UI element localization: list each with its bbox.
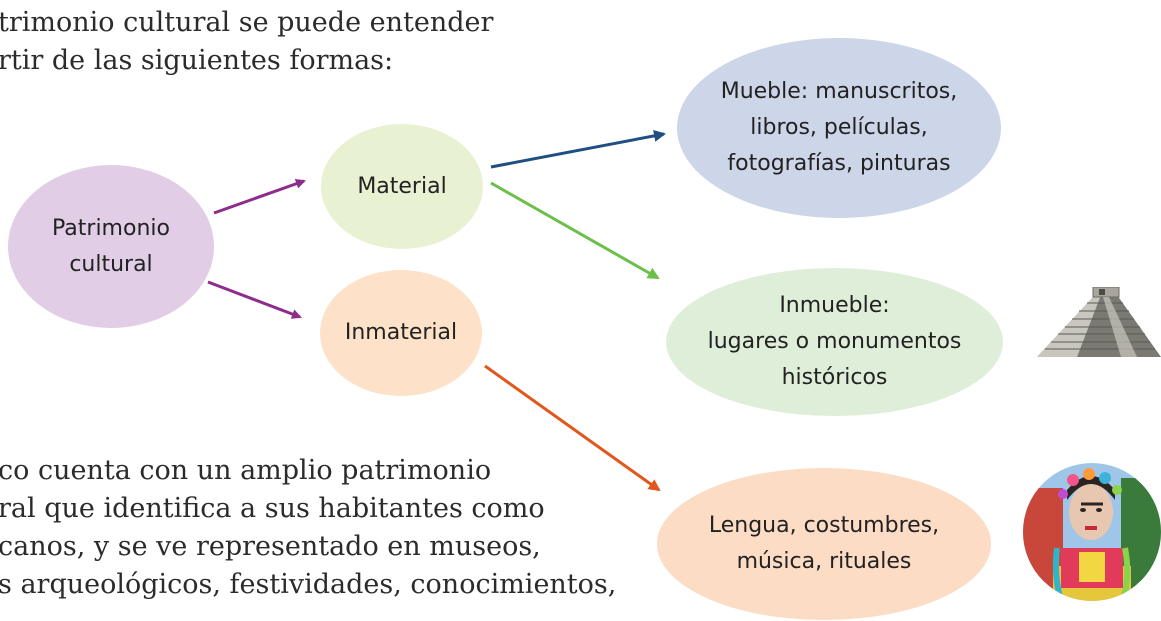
node-material: Material	[321, 124, 483, 249]
node-patrimonio-cultural: Patrimonio cultural	[8, 165, 214, 328]
bottom-line: ral que identifica a sus habitantes como	[0, 493, 545, 524]
node-inmaterial: Inmaterial	[320, 270, 482, 396]
arrow-root-to-inmaterial	[207, 280, 302, 319]
arrow-root-to-material	[213, 178, 306, 215]
arrow-material-to-mueble	[490, 129, 666, 169]
node-label: Inmueble:	[779, 293, 890, 318]
bottom-paragraph: co cuenta con un amplio patrimonio ral q…	[0, 452, 616, 604]
bottom-line: s arqueológicos, festividades, conocimie…	[0, 569, 617, 600]
node-label: música, rituales	[736, 549, 912, 574]
node-label: Lengua, costumbres,	[708, 513, 940, 538]
arrow-inmaterial-to-lengua	[484, 364, 661, 492]
node-label: fotografías, pinturas	[727, 151, 951, 176]
bottom-line: co cuenta con un amplio patrimonio	[0, 455, 492, 486]
bottom-line: canos, y se ve representado en museos,	[0, 531, 541, 562]
node-label: lugares o monumentos	[707, 329, 962, 354]
intro-line: rtir de las siguientes formas:	[0, 45, 394, 76]
node-label: libros, películas,	[750, 115, 928, 140]
node-label: Material	[357, 173, 447, 199]
node-mueble: Mueble: manuscritos, libros, películas, …	[677, 38, 1001, 218]
node-label: Patrimonio	[52, 215, 170, 241]
doll-image	[1023, 463, 1161, 601]
arrow-material-to-inmueble	[490, 181, 660, 280]
node-inmueble: Inmueble: lugares o monumentos histórico…	[666, 268, 1003, 416]
intro-line: trimonio cultural se puede entender	[0, 7, 494, 38]
intro-paragraph: trimonio cultural se puede entender rtir…	[0, 4, 493, 80]
node-lengua: Lengua, costumbres, música, rituales	[657, 468, 991, 620]
node-label: Mueble: manuscritos,	[720, 79, 958, 104]
node-label: cultural	[69, 251, 153, 277]
node-label: Inmaterial	[344, 320, 458, 345]
node-label: históricos	[781, 365, 888, 390]
pyramid-image	[1037, 287, 1161, 357]
